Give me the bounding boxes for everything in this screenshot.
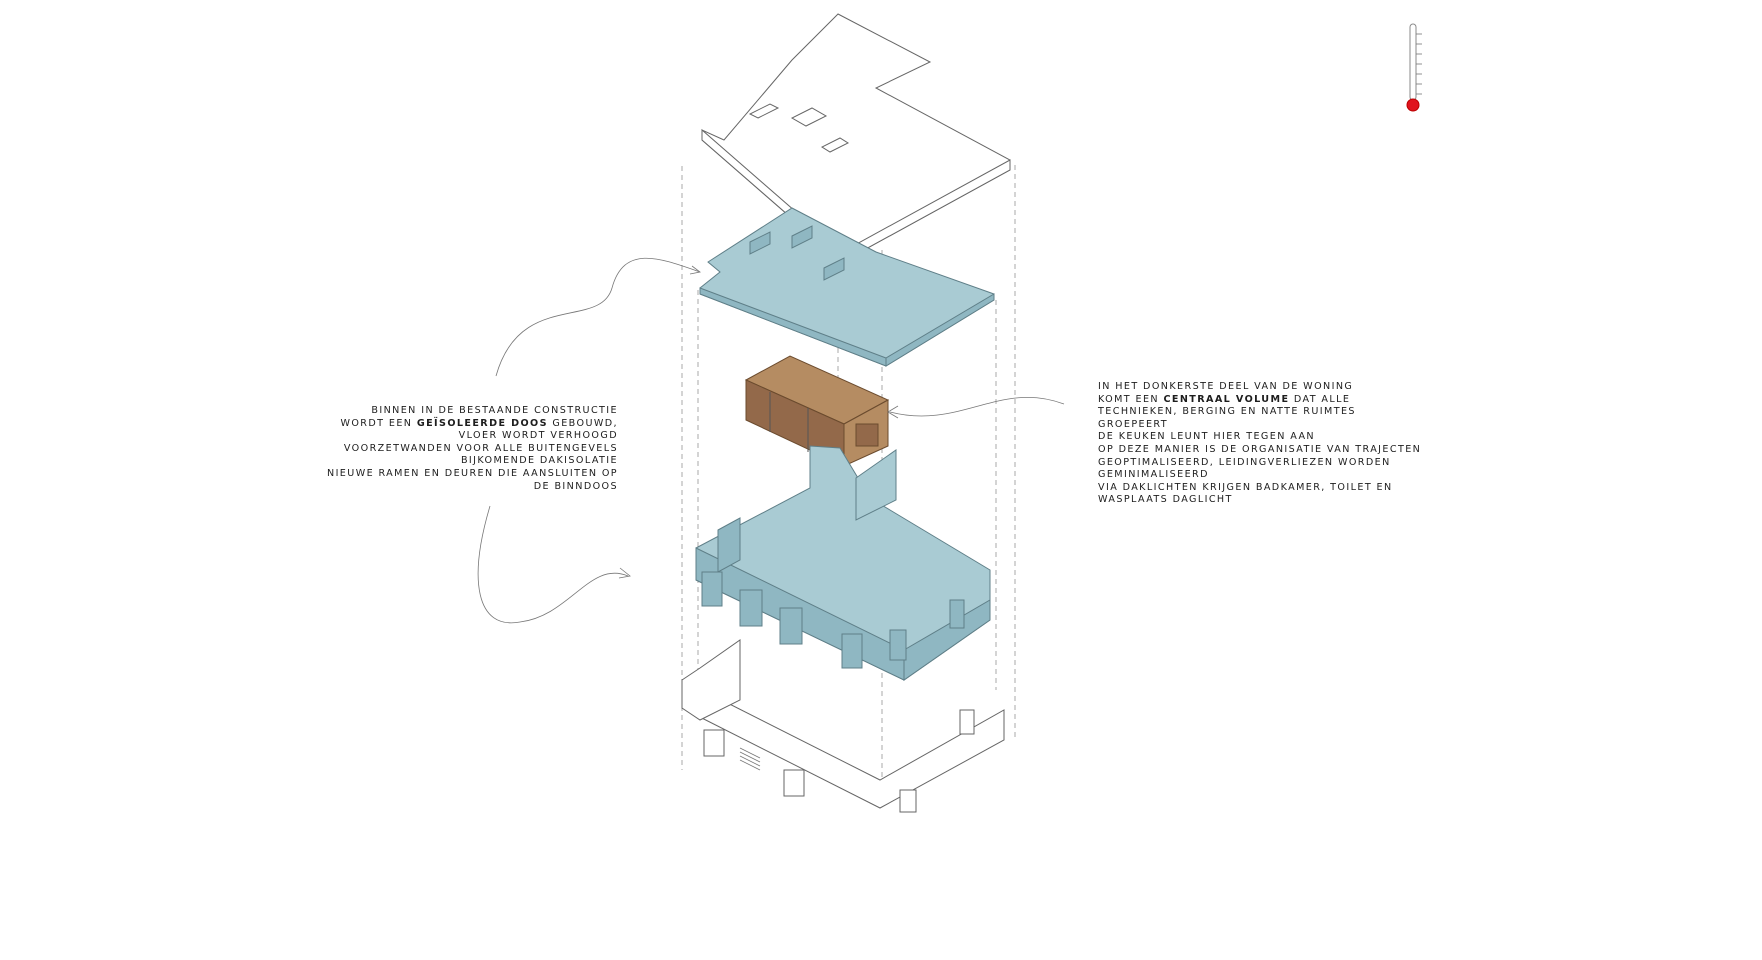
left-annotation-line: WORDT EEN GEÏSOLEERDE DOOS GEBOUWD, <box>300 418 618 431</box>
annotation-text: OP DEZE MANIER IS DE ORGANISATIE VAN TRA… <box>1098 443 1422 455</box>
right-annotation-line: OP DEZE MANIER IS DE ORGANISATIE VAN TRA… <box>1098 444 1458 457</box>
annotation-text: KOMT EEN <box>1098 393 1164 405</box>
annotation-text: DE BINNDOOS <box>533 480 618 492</box>
right-annotation-line: IN HET DONKERSTE DEEL VAN DE WONING <box>1098 381 1458 394</box>
roof-slab <box>701 13 1011 264</box>
annotation-text: GEMINIMALISEERD <box>1098 469 1209 481</box>
left-annotation-line: VLOER WORDT VERHOOGD <box>300 430 618 443</box>
right-annotation-line: TECHNIEKEN, BERGING EN NATTE RUIMTES <box>1098 406 1458 419</box>
annotation-text: GROEPEERT <box>1098 418 1169 430</box>
ventilation-grille <box>739 747 761 771</box>
emphasis-text: CENTRAAL VOLUME <box>1163 393 1290 405</box>
skylight-box <box>823 257 845 281</box>
right-annotation-line: VIA DAKLICHTEN KRIJGEN BADKAMER, TOILET … <box>1098 482 1458 495</box>
left-annotation-line: VOORZETWANDEN VOOR ALLE BUITENGEVELS <box>300 443 618 456</box>
right-annotation-line: GROEPEERT <box>1098 419 1458 432</box>
right-annotation-line: DE KEUKEN LEUNT HIER TEGEN AAN <box>1098 431 1458 444</box>
annotation-text: DAT ALLE <box>1289 393 1351 405</box>
left-annotation-line: BIJKOMENDE DAKISOLATIE <box>300 455 618 468</box>
window <box>959 709 975 735</box>
left-annotation-line: BINNEN IN DE BESTAANDE CONSTRUCTIE <box>300 405 618 418</box>
window <box>899 789 917 813</box>
skylight-box <box>749 231 771 255</box>
insulated-box <box>695 445 991 681</box>
right-annotation-line: GEOPTIMALISEERD, LEIDINGVERLIEZEN WORDEN <box>1098 457 1458 470</box>
skylight-opening <box>820 137 850 153</box>
window <box>783 769 805 797</box>
skylight-box <box>791 225 813 249</box>
annotation-text: DE KEUKEN LEUNT HIER TEGEN AAN <box>1098 431 1316 443</box>
annotation-arrows <box>477 257 1065 624</box>
right-annotation-line: KOMT EEN CENTRAAL VOLUME DAT ALLE <box>1098 394 1458 407</box>
skylight-opening <box>748 103 780 119</box>
annotation-text: VIA DAKLICHTEN KRIJGEN BADKAMER, TOILET … <box>1098 481 1393 493</box>
annotation-text: GEBOUWD, <box>547 417 618 429</box>
right-annotation-line: GEMINIMALISEERD <box>1098 469 1458 482</box>
left-annotation-line: NIEUWE RAMEN EN DEUREN DIE AANSLUITEN OP <box>300 468 618 481</box>
annotation-text: TECHNIEKEN, BERGING EN NATTE RUIMTES <box>1098 406 1356 418</box>
left-annotation-line: DE BINNDOOS <box>300 481 618 494</box>
window <box>703 729 725 757</box>
annotation-text: WORDT EEN <box>340 417 417 429</box>
thermometer-icon <box>1406 23 1422 112</box>
annotation-text: VOORZETWANDEN VOOR ALLE BUITENGEVELS <box>343 442 618 454</box>
annotation-text: NIEUWE RAMEN EN DEUREN DIE AANSLUITEN OP <box>327 467 618 479</box>
skylight-opening <box>790 107 828 127</box>
annotation-text: BIJKOMENDE DAKISOLATIE <box>460 455 618 467</box>
annotation-text: WASPLAATS DAGLICHT <box>1098 494 1233 506</box>
right-annotation-line: WASPLAATS DAGLICHT <box>1098 494 1458 507</box>
insulated-ceiling-slab <box>699 207 995 367</box>
annotation-text: VLOER WORDT VERHOOGD <box>458 430 618 442</box>
annotation-text: IN HET DONKERSTE DEEL VAN DE WONING <box>1098 381 1354 392</box>
annotation-text: BINNEN IN DE BESTAANDE CONSTRUCTIE <box>371 405 618 416</box>
annotation-text: GEOPTIMALISEERD, LEIDINGVERLIEZEN WORDEN <box>1098 456 1391 468</box>
existing-shell <box>681 639 1005 813</box>
emphasis-text: GEÏSOLEERDE DOOS <box>416 417 548 429</box>
